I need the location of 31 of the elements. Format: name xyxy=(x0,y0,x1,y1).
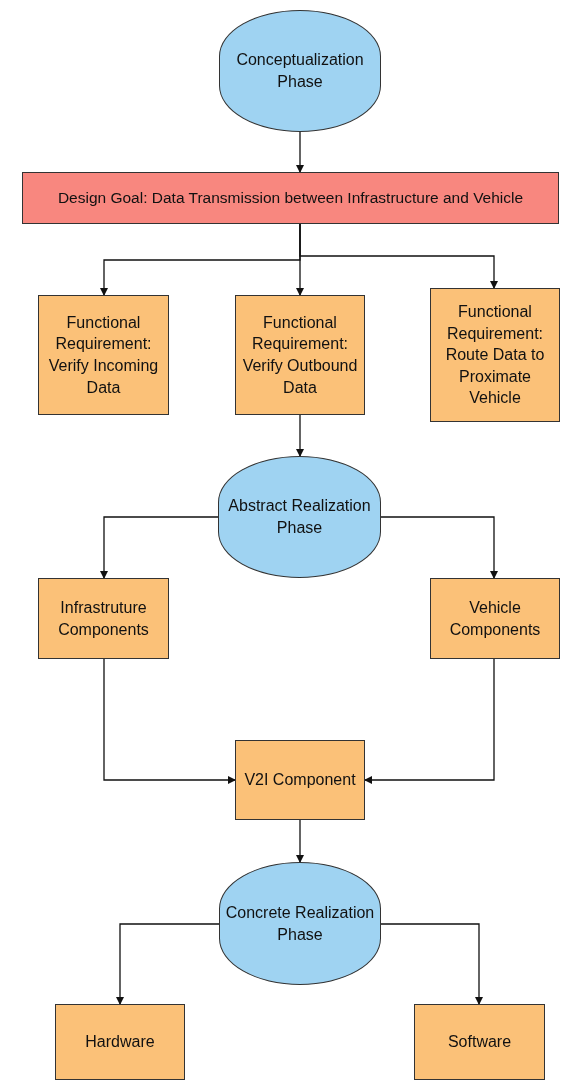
node-label: Abstract Realization Phase xyxy=(227,496,372,538)
arrow xyxy=(299,223,498,289)
node-label: Concrete Realization Phase xyxy=(224,902,376,945)
arrow xyxy=(116,923,220,1005)
node-label: Design Goal: Data Transmission between Infrastructure and Vehicle xyxy=(57,187,524,208)
node-label: Functional Requirement: Route Data to Proximate Vehicle xyxy=(444,302,546,409)
process-box xyxy=(235,295,365,415)
arrow xyxy=(380,516,498,579)
arrow xyxy=(100,516,219,579)
process-box xyxy=(55,1004,185,1080)
node-label: Functional Requirement: Verify Outbound Data xyxy=(241,312,359,398)
process-box xyxy=(414,1004,545,1080)
node-label: Hardware xyxy=(85,1032,155,1053)
goal-box xyxy=(22,172,559,224)
arrow xyxy=(103,658,236,784)
process-box xyxy=(38,295,169,415)
arrow xyxy=(380,923,483,1005)
process-box xyxy=(38,578,169,659)
node-label: Functional Requirement: Verify Incoming Data xyxy=(47,312,160,398)
process-box xyxy=(430,578,560,659)
arrow xyxy=(296,819,304,863)
process-box xyxy=(235,740,365,820)
arrow xyxy=(296,131,304,173)
arrow xyxy=(296,414,304,457)
node-label: Software xyxy=(447,1032,512,1053)
arrow xyxy=(364,658,495,784)
node-label: Vehicle Components xyxy=(448,597,542,640)
process-box xyxy=(430,288,560,422)
node-label: Conceptualization Phase xyxy=(235,50,365,92)
node-label: Infrastruture Components xyxy=(57,597,150,640)
node-label: V2I Component xyxy=(244,770,356,791)
